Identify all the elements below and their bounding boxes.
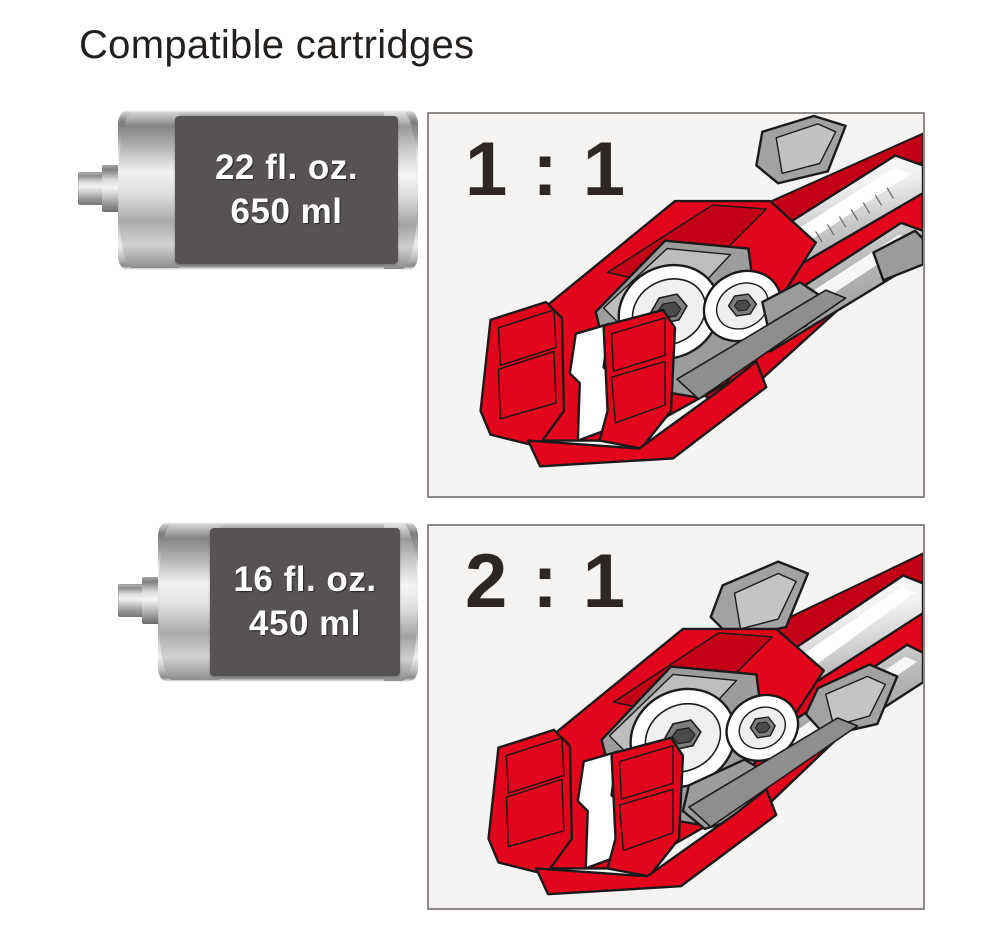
cartridge-label-16oz: 16 fl. oz. 450 ml xyxy=(210,528,400,676)
cartridge-graphic-16oz: 16 fl. oz. 450 ml xyxy=(118,522,418,682)
cartridge-volume-metric: 650 ml xyxy=(230,192,343,231)
illustration-panel-1to1: 1 : 1 xyxy=(427,112,925,498)
ratio-label-2to1: 2 : 1 xyxy=(465,539,628,624)
carriage-illustration-2to1 xyxy=(487,552,923,896)
cartridge-graphic-22oz: 22 fl. oz. 650 ml xyxy=(78,110,418,270)
cartridge-collar xyxy=(118,112,180,268)
carriage-illustration-1to1 xyxy=(479,114,923,468)
cartridge-collar xyxy=(158,524,220,680)
cartridge-volume-metric: 450 ml xyxy=(249,604,361,643)
cartridge-volume-imperial: 22 fl. oz. xyxy=(214,148,359,187)
ratio-label-1to1: 1 : 1 xyxy=(465,127,628,212)
page-title: Compatible cartridges xyxy=(79,23,475,67)
cartridge-label-22oz: 22 fl. oz. 650 ml xyxy=(175,116,398,264)
cartridge-volume-imperial: 16 fl. oz. xyxy=(233,560,377,599)
illustration-panel-2to1: 2 : 1 xyxy=(427,524,925,910)
